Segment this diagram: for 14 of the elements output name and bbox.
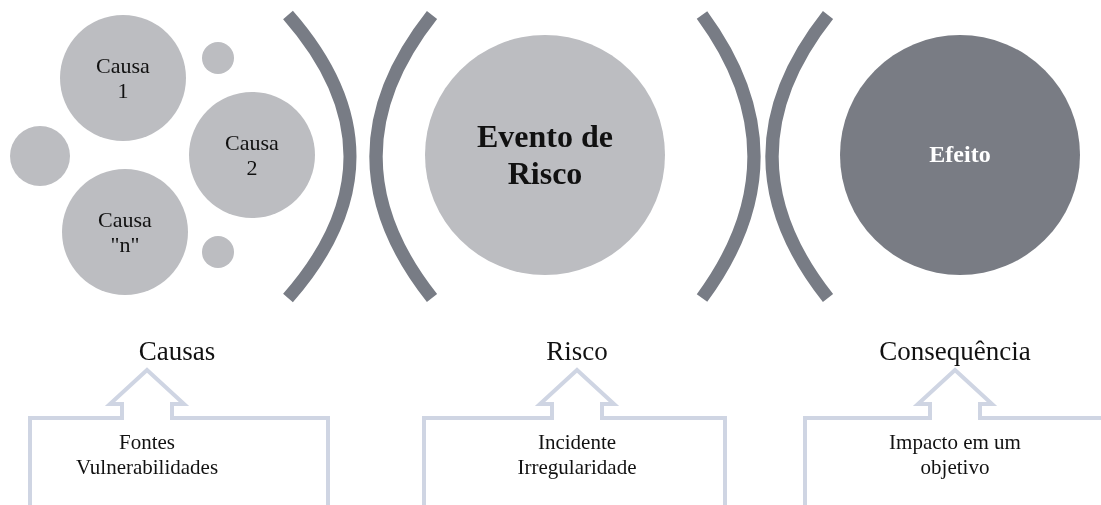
callout-text: Fontes Vulnerabilidades <box>74 430 220 480</box>
stage-heading: Causas <box>138 336 216 367</box>
circle-label: Causa "n" <box>97 206 153 258</box>
circle-label: Causa 1 <box>95 52 151 104</box>
circle-label: Evento de Risco <box>476 118 614 192</box>
callout-text: Impacto em um objetivo <box>888 430 1022 480</box>
small-circle <box>10 126 70 186</box>
stage-heading: Risco <box>546 336 608 367</box>
circle-label: Causa 2 <box>224 129 280 181</box>
circle-label: Efeito <box>928 141 992 169</box>
small-circle <box>202 42 234 74</box>
small-circle <box>202 236 234 268</box>
stage-heading: Consequência <box>879 336 1031 367</box>
callout-text: Incidente Irregularidade <box>516 430 638 480</box>
